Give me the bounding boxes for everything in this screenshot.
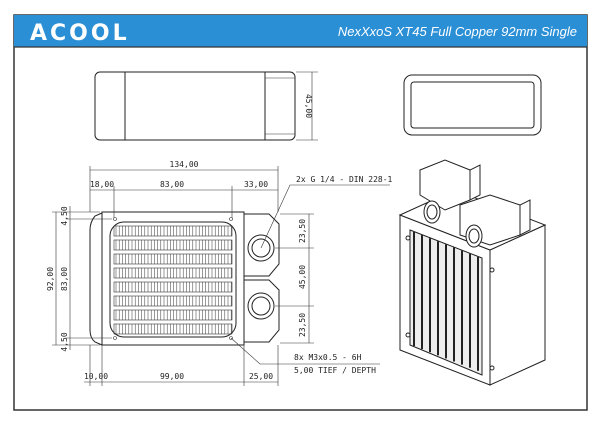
dim-bottom-right: 25,00 [249, 372, 273, 381]
fin-row [113, 225, 233, 237]
front-view: 134,00 18,00 83,00 33,00 92,00 83,00 4,5… [46, 160, 393, 386]
fin-row [113, 281, 233, 293]
port-thread-note: 2x G 1/4 - DIN 228-1 [296, 175, 393, 184]
fin-row [113, 309, 233, 321]
dim-port-spacing: 45,00 [298, 265, 307, 289]
end-view [403, 74, 542, 136]
fin-row [113, 267, 233, 279]
mount-depth-note: 5,00 TIEF / DEPTH [294, 366, 376, 375]
dim-port-top: 23,50 [298, 219, 307, 243]
dim-overall-height: 92,00 [46, 267, 55, 291]
fin-row [113, 239, 233, 251]
acool-logo: ACOOL [30, 21, 130, 46]
dim-right-offset: 33,00 [244, 180, 268, 189]
dim-port-bottom: 23,50 [298, 313, 307, 337]
dim-bottom-left: 10,00 [84, 372, 108, 381]
dim-hole-spacing-x: 83,00 [160, 180, 184, 189]
dim-hole-spacing-y: 83,00 [60, 267, 69, 291]
dim-bottom-margin: 4,50 [60, 332, 69, 351]
top-view: 45,00 [94, 71, 318, 141]
product-title: NexXxoS XT45 Full Copper 92mm Single [338, 24, 577, 39]
dim-left-offset: 18,00 [90, 180, 114, 189]
fin-row [113, 295, 233, 307]
fin-row [113, 323, 233, 335]
fin-row [113, 253, 233, 265]
header-bar [14, 15, 587, 47]
dim-overall-width: 134,00 [170, 160, 199, 169]
mount-thread-note: 8x M3x0.5 - 6H [294, 353, 362, 362]
dim-height-45: 45,00 [304, 94, 313, 118]
isometric-view [398, 159, 547, 386]
dim-top-margin: 4,50 [60, 206, 69, 225]
dim-bottom-core: 99,00 [160, 372, 184, 381]
